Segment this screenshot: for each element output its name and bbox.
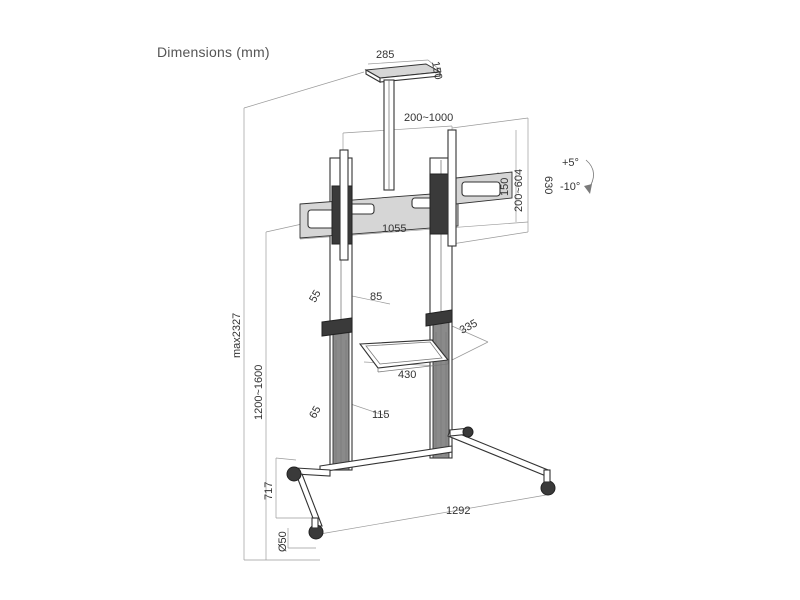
label-column-b: 115 [372, 409, 390, 421]
diagram-title: Dimensions (mm) [157, 44, 270, 60]
dimension-labels: 285 150 200~1000 200~604 630 150 1055 +5… [231, 49, 580, 552]
label-tilt-down: -10° [560, 181, 580, 193]
column-clamp-upper [321, 309, 453, 337]
label-vesa-vertical: 200~604 [513, 169, 525, 212]
label-shelf-depth: 335 [458, 317, 480, 336]
top-pole [364, 63, 442, 191]
label-shelf-width: 430 [398, 369, 416, 381]
label-clamp-b: 85 [370, 291, 382, 303]
label-base-depth: 717 [263, 482, 275, 500]
label-top-plate-depth: 150 [429, 60, 444, 80]
label-bracket-inner: 150 [499, 178, 511, 196]
base [286, 426, 556, 540]
label-base-width: 1292 [446, 505, 470, 517]
label-vesa-horizontal: 200~1000 [404, 112, 453, 124]
label-clamp-a: 55 [307, 288, 324, 305]
tilt-arrow-icon [584, 159, 594, 194]
label-wheel-diameter: Ø50 [277, 531, 289, 552]
label-column-a: 65 [307, 404, 324, 421]
label-tilt-up: +5° [562, 157, 579, 169]
label-max-height: max2327 [231, 313, 243, 358]
dimension-lines [243, 59, 553, 561]
label-top-plate-width: 285 [376, 49, 394, 61]
label-height-range: 1200~1600 [253, 365, 265, 420]
shelf [358, 339, 450, 373]
label-bracket-width: 1055 [382, 223, 406, 235]
mounting-bracket [299, 129, 513, 261]
label-bracket-height: 630 [542, 176, 554, 194]
